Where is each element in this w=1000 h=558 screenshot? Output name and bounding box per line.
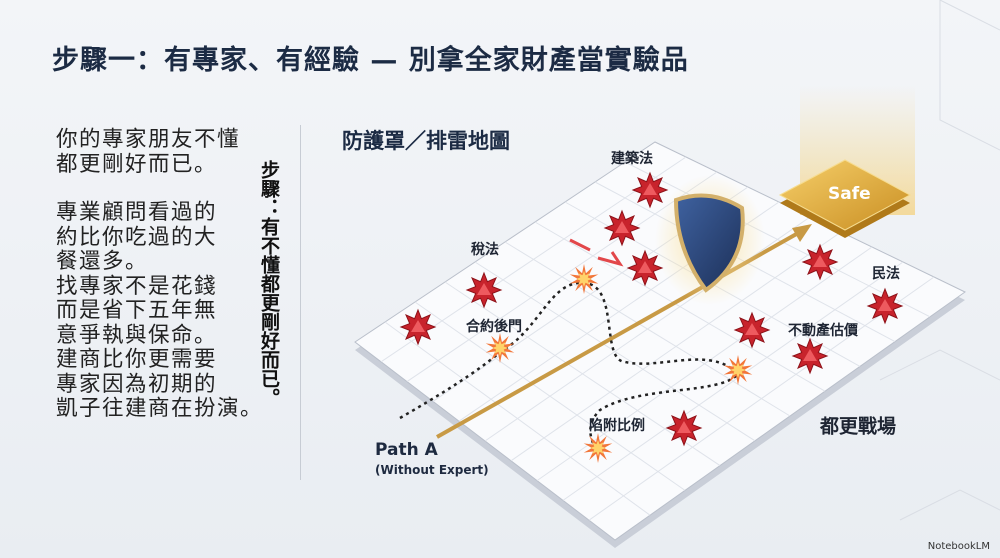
grid-line — [624, 161, 931, 318]
safe-label: Safe — [828, 184, 871, 204]
brand-watermark: NotebookLM — [927, 541, 990, 552]
shield-icon — [673, 193, 745, 293]
path-a-sublabel: (Without Expert) — [375, 463, 489, 477]
text-line: 餐還多。 — [56, 249, 149, 274]
text-line: 約比你吃過的大 — [56, 224, 218, 250]
text-line: 專家因為初期的 — [56, 371, 218, 397]
map-title: 防護罩／排雷地圖 — [342, 129, 510, 153]
grid-line — [562, 261, 904, 501]
grid-line — [534, 221, 826, 392]
label-trap-ratio: 陷附比例 — [589, 418, 645, 434]
text-line: 而是省下五年無 — [56, 298, 218, 323]
text-line: 凱子往建商在扮演。 — [56, 396, 264, 421]
text-line: 意爭執與保命。 — [56, 322, 218, 348]
text-line: 都更剛好而已。 — [56, 151, 218, 177]
grid-line — [510, 231, 842, 462]
mine-core — [411, 320, 425, 332]
mine-core — [615, 221, 629, 233]
path-a-label: Path A — [375, 440, 438, 460]
safe-zone — [778, 159, 912, 231]
mine-core — [813, 255, 827, 267]
grid-line — [588, 276, 935, 521]
text-line: 建商比你更需要 — [56, 347, 218, 372]
page-title: 步驟一：有專家、有經驗 — 別拿全家財產當實驗品 — [52, 45, 689, 76]
label-tax-law: 稅法 — [471, 242, 499, 258]
mine-core — [643, 183, 657, 195]
body-text: 你的專家朋友不懂 都更剛好而已。 專業顧問看過的 約比你吃過的大 餐還多。 找專… — [56, 127, 264, 422]
background-pattern — [879, 0, 1000, 521]
mine-core — [477, 283, 491, 295]
text-line: 找專家不是花錢 — [56, 273, 218, 299]
label-appraisal: 不動產估價 — [788, 323, 858, 339]
explosion-core — [590, 440, 606, 456]
label-battlefield: 都更戰場 — [819, 415, 897, 438]
label-civil-law: 民法 — [872, 266, 900, 282]
board — [354, 141, 966, 541]
label-building-law: 建築法 — [611, 151, 653, 167]
divider — [300, 125, 301, 480]
vertical-note: 步驟：有不懂都更剛好而已。 — [258, 160, 280, 407]
arrow-head-icon — [792, 224, 812, 242]
mine-core — [638, 261, 652, 273]
mine-core — [803, 349, 817, 361]
text-line: 專業顧問看過的 — [56, 200, 218, 225]
explosion-core — [576, 271, 592, 287]
mine-core — [878, 299, 892, 311]
spark-icon — [569, 238, 624, 267]
mine-core — [677, 421, 691, 433]
mine-core — [745, 323, 759, 335]
explosion-core — [730, 362, 746, 378]
label-contract-backdoor: 合約後門 — [466, 319, 522, 335]
text-line: 你的專家朋友不懂 — [56, 127, 241, 152]
explosion-core — [492, 340, 508, 356]
